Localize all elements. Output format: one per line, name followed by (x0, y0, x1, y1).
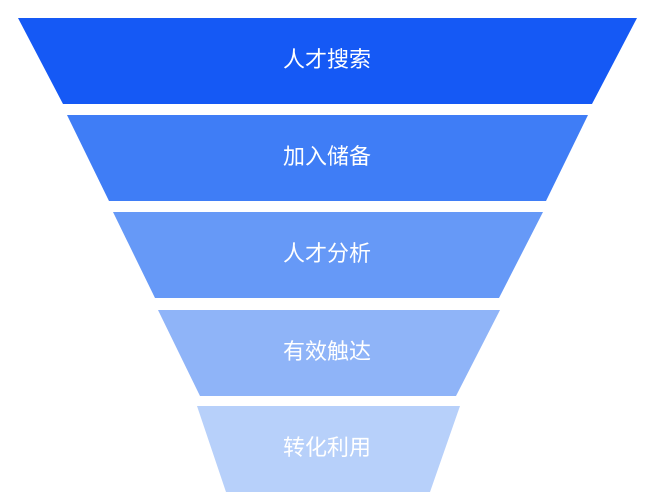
funnel-stage-1: 人才搜索 (18, 18, 637, 104)
funnel-stage-3-shape (113, 212, 543, 298)
funnel-stage-2-label: 加入储备 (283, 145, 371, 170)
funnel-stage-5-label: 转化利用 (283, 436, 371, 461)
funnel-stage-1-shape (18, 18, 637, 104)
funnel-stage-3-label: 人才分析 (283, 242, 371, 267)
funnel-stage-2: 加入储备 (67, 115, 588, 201)
funnel-stage-1-label: 人才搜索 (283, 48, 371, 73)
funnel-stage-5: 转化利用 (197, 406, 460, 492)
funnel-stage-4-shape (158, 310, 500, 396)
funnel-stage-4-label: 有效触达 (283, 340, 371, 365)
funnel-stage-2-shape (67, 115, 588, 201)
funnel-stage-3: 人才分析 (113, 212, 543, 298)
funnel-stage-4: 有效触达 (158, 310, 500, 396)
funnel-stage-5-shape (197, 406, 460, 492)
